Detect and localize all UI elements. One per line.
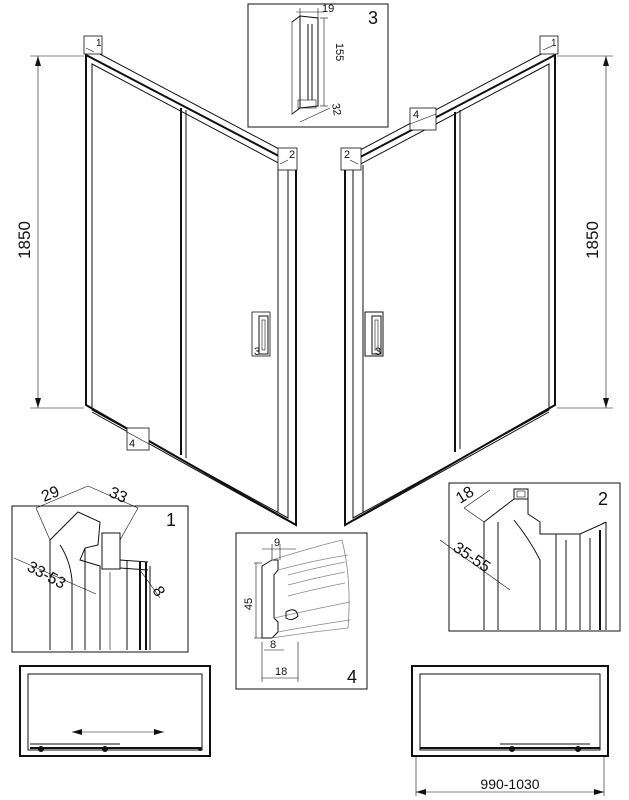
detail-4-label: 4	[347, 667, 357, 687]
detail-3-width: 19	[322, 3, 334, 15]
detail-4-dim-mid: 8	[270, 639, 276, 651]
svg-text:2: 2	[344, 149, 350, 161]
height-label-right: 1850	[583, 221, 602, 259]
callout-4-bottom: 4	[126, 427, 150, 451]
svg-text:3: 3	[254, 346, 260, 358]
dimension-height-right: 1850	[557, 55, 613, 409]
callout-2-left: 2	[277, 147, 298, 171]
svg-text:2: 2	[289, 149, 295, 161]
detail-1-wall-profile: 1 29 33 33-53 8	[11, 483, 189, 653]
detail-2-dim-range: 35-55	[450, 539, 494, 576]
detail-1-label: 1	[166, 510, 176, 530]
detail-4-dim-height: 45	[243, 598, 255, 610]
svg-text:1: 1	[96, 38, 102, 49]
detail-1-dim-range: 33-53	[24, 559, 68, 593]
svg-text:4: 4	[413, 109, 419, 121]
callout-1-left: 1	[83, 35, 103, 55]
callout-3-right-handle: 3	[364, 311, 384, 358]
callout-4-top-right: 4	[409, 107, 437, 131]
detail-3-depth: 32	[329, 102, 343, 116]
detail-1-dim-b: 33	[106, 484, 129, 507]
plan-width-label: 990-1030	[480, 776, 539, 792]
detail-4-dim-top: 9	[274, 537, 280, 549]
svg-text:3: 3	[375, 346, 381, 358]
plan-view-left	[19, 665, 211, 757]
detail-4-profile: 4 9 45 8 18	[235, 532, 368, 690]
detail-4-dim-bottom: 18	[275, 666, 287, 678]
detail-2-corner-profile: 2 18 35-55	[439, 482, 621, 632]
callout-1-right: 1	[539, 35, 559, 55]
height-label-left: 1850	[15, 221, 34, 259]
callout-3-left-handle: 3	[251, 311, 271, 358]
detail-3-handle: 3 19 155 32	[247, 3, 389, 128]
svg-text:4: 4	[129, 438, 135, 450]
svg-text:1: 1	[551, 38, 557, 49]
right-panel	[344, 51, 556, 527]
callout-2-right: 2	[340, 147, 362, 171]
detail-2-dim-a: 18	[453, 483, 477, 507]
detail-3-height: 155	[333, 43, 345, 61]
detail-3-label: 3	[368, 8, 378, 28]
detail-1-dim-a: 29	[39, 483, 62, 505]
detail-2-label: 2	[598, 489, 608, 509]
left-panel	[85, 51, 297, 527]
plan-view-right: 990-1030	[411, 665, 609, 796]
dimension-height-left: 1850	[15, 55, 84, 409]
